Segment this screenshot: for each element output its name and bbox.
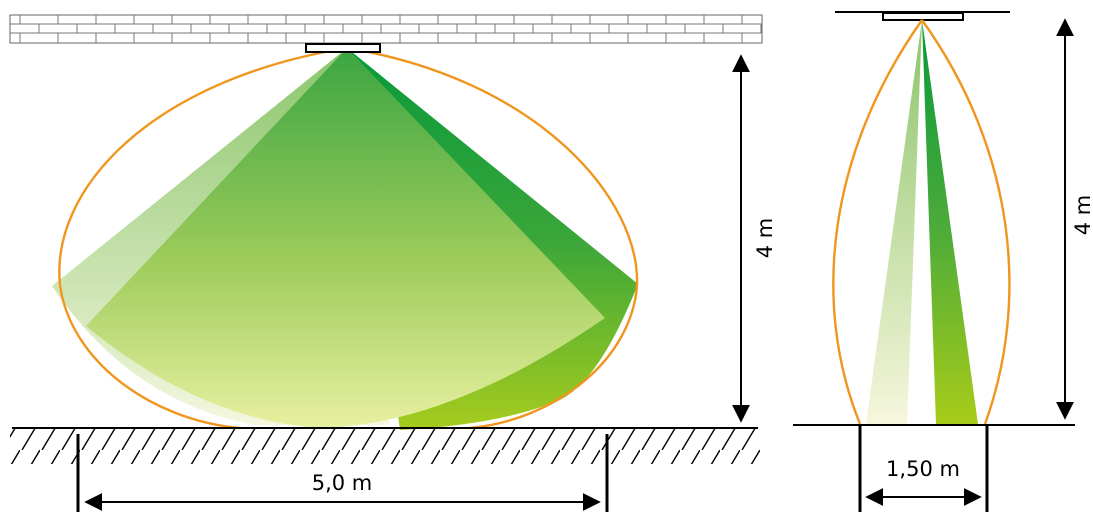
floor: [10, 427, 760, 464]
brick-ceiling: [9, 14, 763, 44]
side-width-label: 5,0 m: [312, 471, 373, 495]
front-outline: [832, 19, 1011, 425]
detection-outline: [58, 46, 639, 430]
front-width-label: 1,50 m: [886, 457, 960, 481]
sensor: [305, 43, 381, 53]
side-view: 4 m 5,0 m: [9, 14, 777, 512]
beam-light: [866, 20, 922, 424]
sensor-front: [882, 12, 964, 21]
front-height-label: 4 m: [1071, 195, 1093, 236]
beam-dark: [922, 20, 978, 424]
side-height-label: 4 m: [753, 218, 777, 259]
detection-zone-main: [86, 48, 605, 428]
front-view: 4 m 1,50 m: [793, 11, 1093, 512]
